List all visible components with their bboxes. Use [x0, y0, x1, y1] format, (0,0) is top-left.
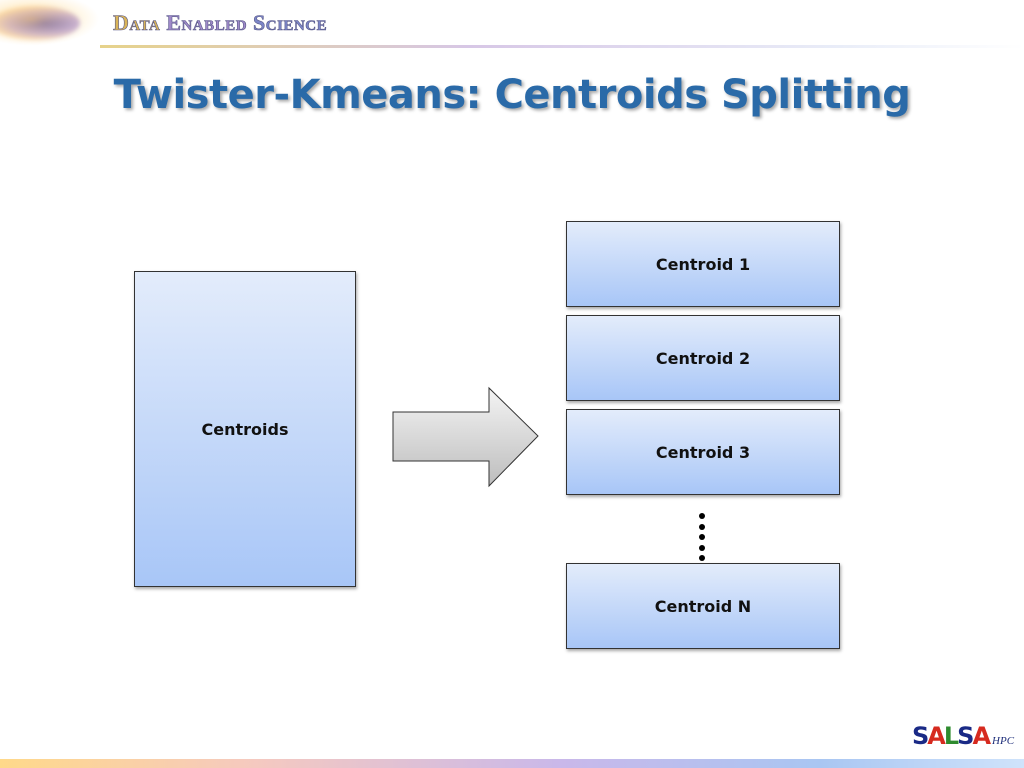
header-rule: [100, 45, 1024, 48]
centroids-label: Centroids: [201, 419, 289, 439]
centroid-label-1: Centroid 1: [655, 254, 751, 274]
header-brand-word-1: Data: [113, 10, 161, 36]
right-arrow-icon: [392, 386, 539, 488]
header-swoosh-graphic: [0, 0, 110, 48]
centroid-label-3: Centroid 3: [655, 442, 751, 462]
header-brand-word-3: Science: [253, 10, 328, 36]
logo-letter-2: A: [927, 722, 946, 750]
centroid-box-1: Centroid 1: [566, 221, 840, 307]
slide-title: Twister-Kmeans: Centroids Splitting: [113, 72, 911, 118]
centroids-box: Centroids: [134, 271, 356, 587]
footer-gradient-bar: [0, 759, 1024, 768]
centroid-label-2: Centroid 2: [655, 348, 751, 368]
logo-letter-1: S: [912, 722, 929, 750]
centroid-box-3: Centroid 3: [566, 409, 840, 495]
logo-suffix: HPC: [992, 735, 1015, 747]
logo-letter-5: A: [972, 722, 991, 750]
centroid-box-2: Centroid 2: [566, 315, 840, 401]
logo-letter-4: S: [957, 722, 974, 750]
vertical-ellipsis-icon: [697, 513, 707, 561]
centroid-box-n: Centroid N: [566, 563, 840, 649]
header-brand-word-2: Enabled: [166, 10, 248, 36]
logo-letter-3: L: [943, 722, 959, 750]
centroid-label-n: Centroid N: [654, 596, 752, 616]
header-brand: Data Enabled Science: [113, 10, 327, 36]
